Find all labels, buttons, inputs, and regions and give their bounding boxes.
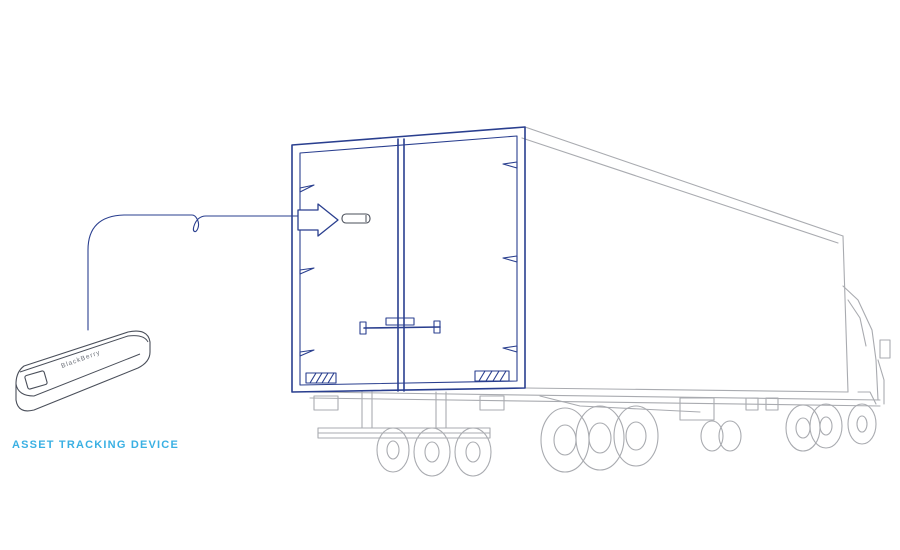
container-rear-doors [291,126,526,393]
mounted-tracker [341,213,371,224]
door-vent-right [474,370,510,382]
truck-wheels [376,403,877,477]
connector-line [87,214,299,331]
truck-body [309,126,891,439]
pointer-arrow [297,203,339,237]
door-vent-left [305,372,337,384]
device-caption: ASSET TRACKING DEVICE [12,439,179,451]
tracking-device-icon: BlackBerry [15,330,151,412]
